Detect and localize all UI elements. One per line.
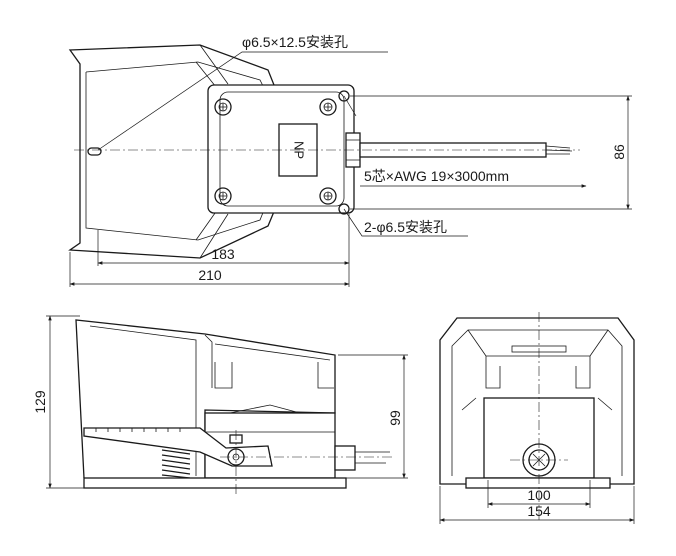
- top-cover-outline: [68, 44, 279, 259]
- top-screw-2: [214, 187, 232, 205]
- top-screw-1: [214, 98, 232, 116]
- top-cover-ribs: [195, 44, 229, 259]
- side-housing-detail: [205, 404, 335, 433]
- front-extension-lines: [439, 480, 635, 524]
- side-gland: [334, 445, 356, 471]
- callout-corner-leader: [343, 95, 468, 237]
- callout-slot-label: φ6.5×12.5安装孔: [242, 34, 348, 50]
- top-corner-hole-upper: [338, 90, 350, 102]
- side-housing: [204, 412, 336, 479]
- side-pedal-arm: [83, 427, 273, 467]
- dim-86-label: 86: [611, 144, 627, 160]
- side-cover-outline: [75, 319, 336, 479]
- top-mount-slot: [87, 147, 102, 156]
- top-view: NP 183 210 86 5芯×AWG 19×3000mm φ6.5×12.5…: [68, 34, 632, 287]
- side-cable: [355, 451, 390, 464]
- front-cover-inner: [451, 329, 623, 476]
- dim-99-label: 99: [387, 410, 403, 426]
- side-view: 129 99: [32, 315, 408, 494]
- dim-210-label: 210: [198, 267, 222, 283]
- dim-154-label: 154: [527, 503, 551, 519]
- front-cover-ribs: [461, 329, 613, 411]
- side-spring: [161, 449, 191, 479]
- side-extension-lines: [46, 315, 408, 489]
- callout-slot-leader: [97, 51, 388, 151]
- cable-label: 5芯×AWG 19×3000mm: [364, 168, 509, 184]
- top-corner-hole-lower: [338, 203, 350, 215]
- dim-100-label: 100: [527, 487, 551, 503]
- side-ribs: [214, 362, 334, 389]
- dim-183-label: 183: [211, 246, 235, 262]
- top-screw-3: [319, 98, 337, 116]
- front-brackets: [485, 356, 591, 389]
- cable-gland-nut: [346, 139, 360, 161]
- front-base: [465, 477, 611, 489]
- front-view: 100 154: [439, 312, 635, 524]
- top-extension-lines: [69, 95, 632, 287]
- side-pedal-ticks: [95, 428, 181, 432]
- side-base: [83, 477, 347, 489]
- top-switch-box: [219, 91, 345, 207]
- callout-corner-label: 2-φ6.5安装孔: [364, 219, 447, 235]
- front-cover-outline: [439, 317, 635, 485]
- dim-129-label: 129: [32, 390, 48, 414]
- top-screw-4: [319, 187, 337, 205]
